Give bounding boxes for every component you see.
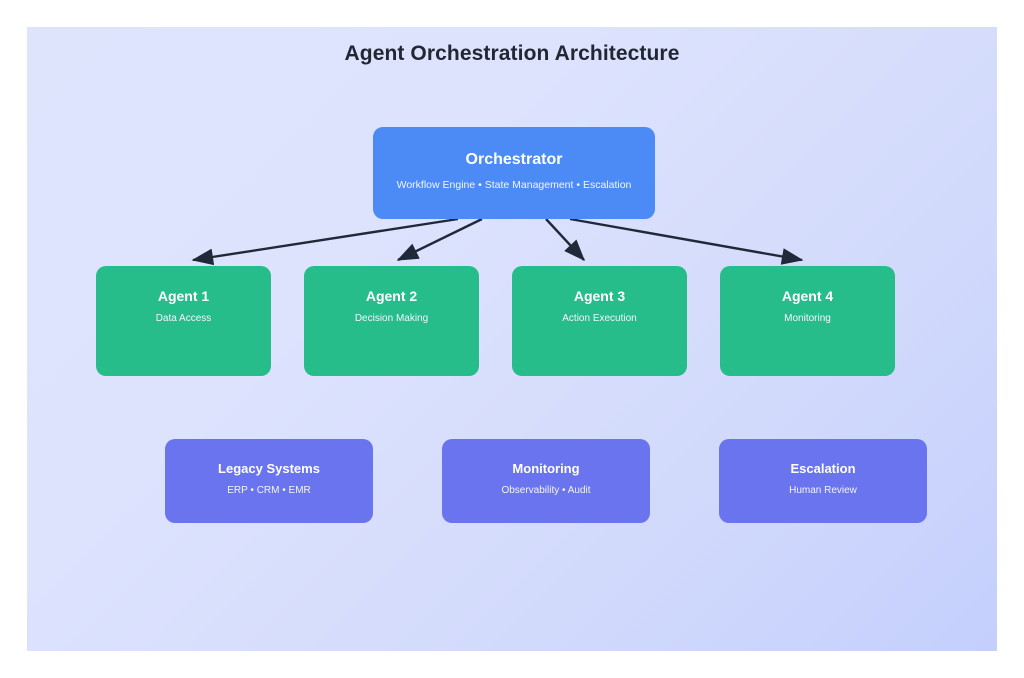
connector-orchestrator-to-agent-1 — [191, 217, 459, 266]
node-agent-2[interactable]: Agent 2 Decision Making — [304, 266, 479, 376]
node-legacy-systems-subtitle: ERP • CRM • EMR — [227, 485, 311, 497]
node-escalation-title: Escalation — [790, 461, 856, 476]
diagram-canvas: Agent Orchestration Architecture Orchest… — [27, 27, 997, 651]
node-orchestrator-subtitle: Workflow Engine • State Management • Esc… — [396, 178, 632, 191]
node-agent-1-subtitle: Data Access — [155, 313, 212, 325]
page-title: Agent Orchestration Architecture — [344, 42, 680, 65]
node-legacy-systems[interactable]: Legacy Systems ERP • CRM • EMR — [165, 439, 373, 523]
node-agent-3-title: Agent 3 — [573, 288, 626, 304]
node-orchestrator[interactable]: Orchestrator Workflow Engine • State Man… — [373, 127, 655, 219]
node-agent-1-title: Agent 1 — [157, 288, 210, 304]
node-agent-1[interactable]: Agent 1 Data Access — [96, 266, 271, 376]
node-legacy-systems-title: Legacy Systems — [218, 461, 320, 476]
node-escalation-subtitle: Human Review — [789, 485, 857, 497]
node-agent-3-subtitle: Action Execution — [562, 313, 637, 325]
node-agent-2-title: Agent 2 — [365, 288, 418, 304]
node-agent-4-subtitle: Monitoring — [784, 313, 831, 325]
node-monitoring-system[interactable]: Monitoring Observability • Audit — [442, 439, 650, 523]
connector-orchestrator-to-agent-2 — [396, 217, 483, 262]
node-agent-4-title: Agent 4 — [781, 288, 834, 304]
connector-orchestrator-to-agent-4 — [569, 217, 804, 265]
node-orchestrator-title: Orchestrator — [465, 151, 563, 168]
node-monitoring-system-subtitle: Observability • Audit — [501, 485, 591, 497]
node-agent-2-subtitle: Decision Making — [354, 313, 429, 325]
node-agent-3[interactable]: Agent 3 Action Execution — [512, 266, 687, 376]
node-monitoring-system-title: Monitoring — [512, 461, 580, 476]
node-agent-4[interactable]: Agent 4 Monitoring — [720, 266, 895, 376]
node-escalation[interactable]: Escalation Human Review — [719, 439, 927, 523]
connector-orchestrator-to-agent-3 — [545, 218, 585, 262]
